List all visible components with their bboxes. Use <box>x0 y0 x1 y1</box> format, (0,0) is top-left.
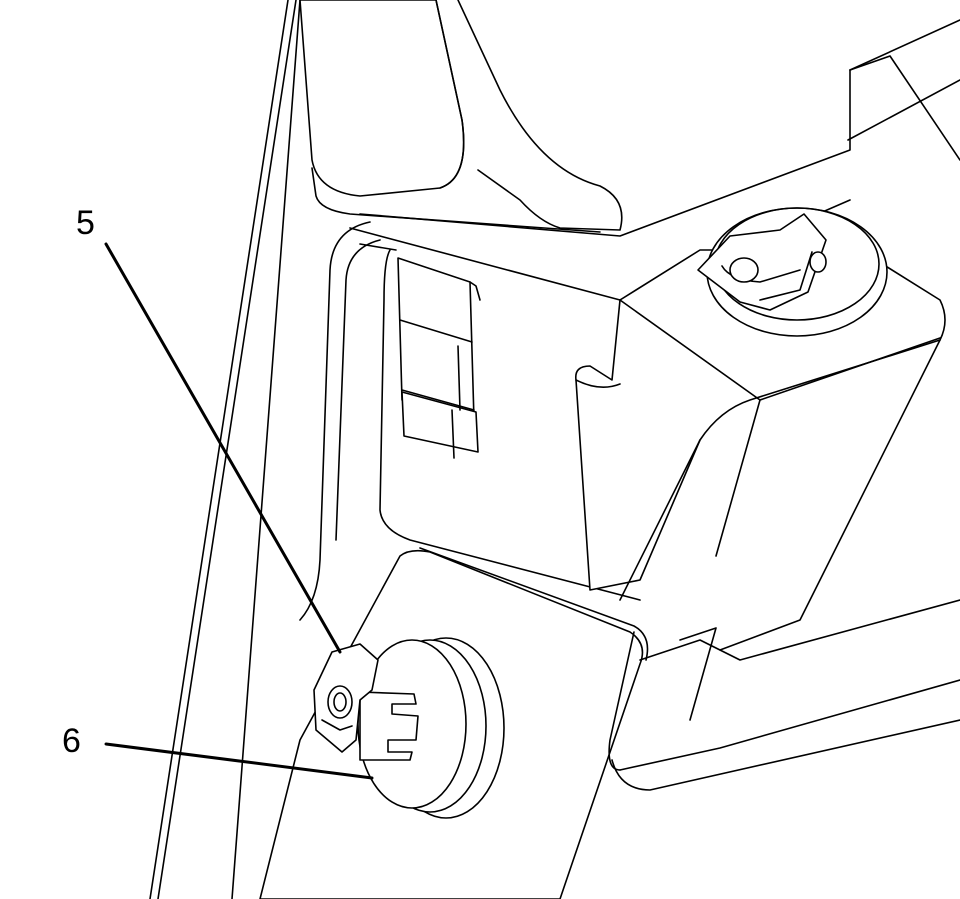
housing-left-wall <box>299 221 641 621</box>
callout-label-6: 6 <box>62 722 81 760</box>
callout-leader-6 <box>104 742 374 780</box>
left-pillar <box>149 0 301 899</box>
connector-block <box>397 257 481 459</box>
callout-leader-5 <box>104 242 342 654</box>
callout-label-5: 5 <box>76 204 95 242</box>
callout-6: 6 <box>62 722 374 780</box>
sensor-body <box>357 637 505 819</box>
reservoir-cap <box>697 207 888 337</box>
upper-bracket <box>299 0 623 233</box>
retainer-clip <box>313 643 379 753</box>
reservoir-tank <box>574 249 946 651</box>
callout-5: 5 <box>76 204 342 654</box>
